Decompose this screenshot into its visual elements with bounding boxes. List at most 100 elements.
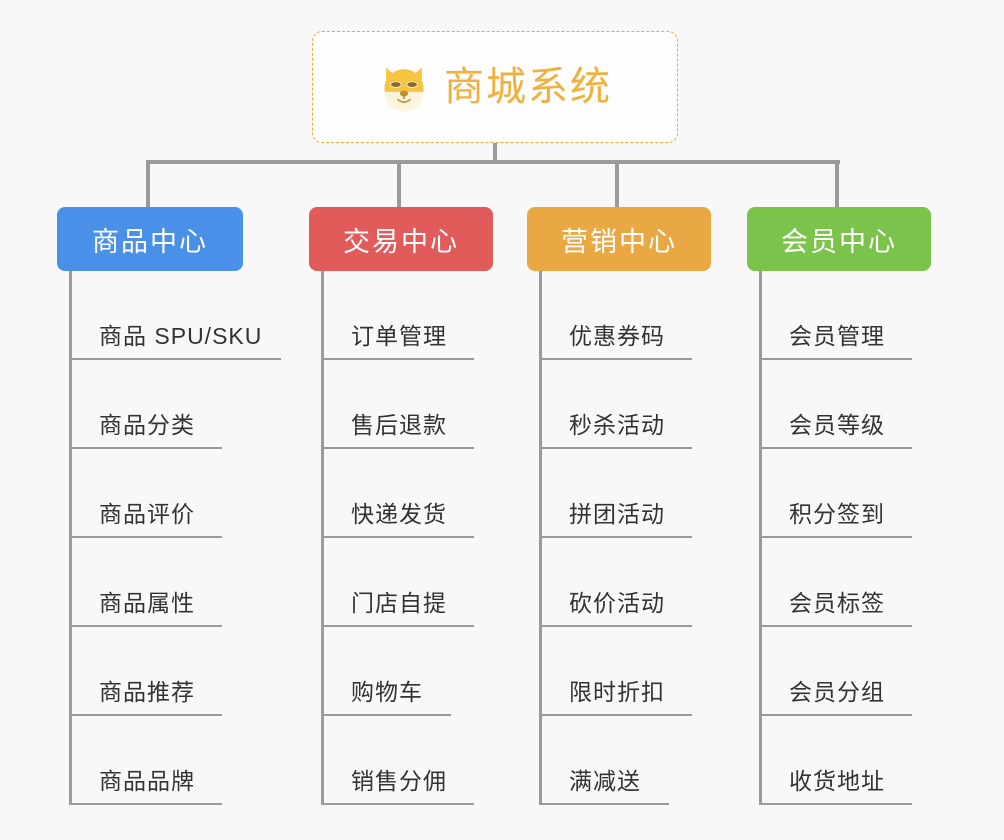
leaf-item-underline xyxy=(539,358,692,360)
column-body-marketing-center: 优惠券码秒杀活动拼团活动砍价活动限时折扣满减送 xyxy=(527,271,711,805)
column-member-center: 会员中心会员管理会员等级积分签到会员标签会员分组收货地址 xyxy=(747,207,931,805)
column-spine xyxy=(321,271,324,805)
leaf-item[interactable]: 会员管理 xyxy=(747,271,931,360)
column-header-product-center[interactable]: 商品中心 xyxy=(57,207,243,271)
leaf-item-underline xyxy=(69,714,222,716)
leaf-item-underline xyxy=(539,714,692,716)
leaf-item[interactable]: 购物车 xyxy=(309,627,493,716)
leaf-item-underline xyxy=(69,358,281,360)
leaf-item[interactable]: 会员标签 xyxy=(747,538,931,627)
root-node[interactable]: 商城系统 xyxy=(312,31,678,143)
leaf-item-label: 购物车 xyxy=(351,679,423,705)
leaf-item[interactable]: 售后退款 xyxy=(309,360,493,449)
leaf-item-label: 优惠券码 xyxy=(569,323,665,349)
column-trade-center: 交易中心订单管理售后退款快递发货门店自提购物车销售分佣 xyxy=(309,207,493,805)
leaf-item[interactable]: 商品推荐 xyxy=(57,627,243,716)
leaf-item-underline xyxy=(69,536,222,538)
leaf-item-underline xyxy=(69,447,222,449)
leaf-item-underline xyxy=(759,714,912,716)
leaf-item-underline xyxy=(539,625,692,627)
leaf-item[interactable]: 门店自提 xyxy=(309,538,493,627)
leaf-item-underline xyxy=(759,803,912,805)
drop-connector-trade-center xyxy=(397,160,401,207)
column-body-member-center: 会员管理会员等级积分签到会员标签会员分组收货地址 xyxy=(747,271,931,805)
leaf-item-label: 订单管理 xyxy=(351,323,447,349)
column-header-marketing-center[interactable]: 营销中心 xyxy=(527,207,711,271)
leaf-item-label: 会员管理 xyxy=(789,323,885,349)
leaf-item-underline xyxy=(69,803,222,805)
leaf-item-label: 会员等级 xyxy=(789,412,885,438)
leaf-item[interactable]: 积分签到 xyxy=(747,449,931,538)
leaf-item-underline xyxy=(321,625,474,627)
leaf-item[interactable]: 销售分佣 xyxy=(309,716,493,805)
leaf-item-label: 积分签到 xyxy=(789,501,885,527)
column-header-label: 商品中心 xyxy=(92,226,208,257)
column-header-label: 会员中心 xyxy=(781,226,897,257)
column-header-label: 交易中心 xyxy=(343,226,459,257)
root-stem-connector xyxy=(493,143,497,164)
column-body-product-center: 商品 SPU/SKU 商品分类商品评价商品属性商品推荐商品品牌 xyxy=(57,271,281,805)
leaf-item-label: 快递发货 xyxy=(351,501,447,527)
leaf-item-underline xyxy=(539,536,692,538)
leaf-item-underline xyxy=(321,447,474,449)
column-header-member-center[interactable]: 会员中心 xyxy=(747,207,931,271)
column-header-trade-center[interactable]: 交易中心 xyxy=(309,207,493,271)
leaf-item-label: 商品 SPU/SKU xyxy=(99,323,263,349)
column-marketing-center: 营销中心优惠券码秒杀活动拼团活动砍价活动限时折扣满减送 xyxy=(527,207,711,805)
leaf-item-underline xyxy=(321,714,451,716)
leaf-item-label: 限时折扣 xyxy=(569,679,665,705)
leaf-item-underline xyxy=(759,625,912,627)
leaf-item[interactable]: 会员分组 xyxy=(747,627,931,716)
leaf-item-label: 会员标签 xyxy=(789,590,885,616)
column-body-trade-center: 订单管理售后退款快递发货门店自提购物车销售分佣 xyxy=(309,271,493,805)
column-spine xyxy=(69,271,72,805)
column-product-center: 商品中心商品 SPU/SKU 商品分类商品评价商品属性商品推荐商品品牌 xyxy=(57,207,281,805)
leaf-item-label: 砍价活动 xyxy=(569,590,665,616)
leaf-item-underline xyxy=(539,447,692,449)
leaf-item-underline xyxy=(759,358,912,360)
leaf-item-underline xyxy=(539,803,669,805)
leaf-item[interactable]: 商品评价 xyxy=(57,449,243,538)
leaf-item[interactable]: 满减送 xyxy=(527,716,711,805)
leaf-item-label: 收货地址 xyxy=(789,768,885,794)
leaf-item[interactable]: 砍价活动 xyxy=(527,538,711,627)
leaf-item-underline xyxy=(321,358,474,360)
leaf-item-label: 商品属性 xyxy=(99,590,195,616)
leaf-item[interactable]: 会员等级 xyxy=(747,360,931,449)
leaf-item[interactable]: 秒杀活动 xyxy=(527,360,711,449)
leaf-item-underline xyxy=(759,447,912,449)
leaf-item-underline xyxy=(321,536,474,538)
drop-connector-product-center xyxy=(146,160,150,207)
leaf-item[interactable]: 商品分类 xyxy=(57,360,243,449)
column-spine xyxy=(539,271,542,805)
leaf-item[interactable]: 限时折扣 xyxy=(527,627,711,716)
horizontal-bus-connector xyxy=(148,160,840,164)
leaf-item[interactable]: 商品属性 xyxy=(57,538,243,627)
leaf-item-label: 商品分类 xyxy=(99,412,195,438)
leaf-item-label: 秒杀活动 xyxy=(569,412,665,438)
root-title: 商城系统 xyxy=(444,65,612,109)
dog-face-icon xyxy=(378,61,430,113)
drop-connector-marketing-center xyxy=(615,160,619,207)
leaf-item-label: 商品评价 xyxy=(99,501,195,527)
leaf-item[interactable]: 商品 SPU/SKU xyxy=(57,271,281,360)
leaf-item[interactable]: 订单管理 xyxy=(309,271,493,360)
leaf-item-label: 售后退款 xyxy=(351,412,447,438)
leaf-item[interactable]: 收货地址 xyxy=(747,716,931,805)
leaf-item-label: 商品推荐 xyxy=(99,679,195,705)
drop-connector-member-center xyxy=(835,160,839,207)
leaf-item-label: 销售分佣 xyxy=(351,768,447,794)
leaf-item-label: 门店自提 xyxy=(351,590,447,616)
leaf-item-underline xyxy=(69,625,222,627)
leaf-item[interactable]: 商品品牌 xyxy=(57,716,243,805)
column-spine xyxy=(759,271,762,805)
leaf-item[interactable]: 拼团活动 xyxy=(527,449,711,538)
leaf-item[interactable]: 优惠券码 xyxy=(527,271,711,360)
column-header-label: 营销中心 xyxy=(561,226,677,257)
leaf-item-underline xyxy=(759,536,912,538)
leaf-item[interactable]: 快递发货 xyxy=(309,449,493,538)
leaf-item-label: 拼团活动 xyxy=(569,501,665,527)
leaf-item-underline xyxy=(321,803,474,805)
leaf-item-label: 满减送 xyxy=(569,768,641,794)
